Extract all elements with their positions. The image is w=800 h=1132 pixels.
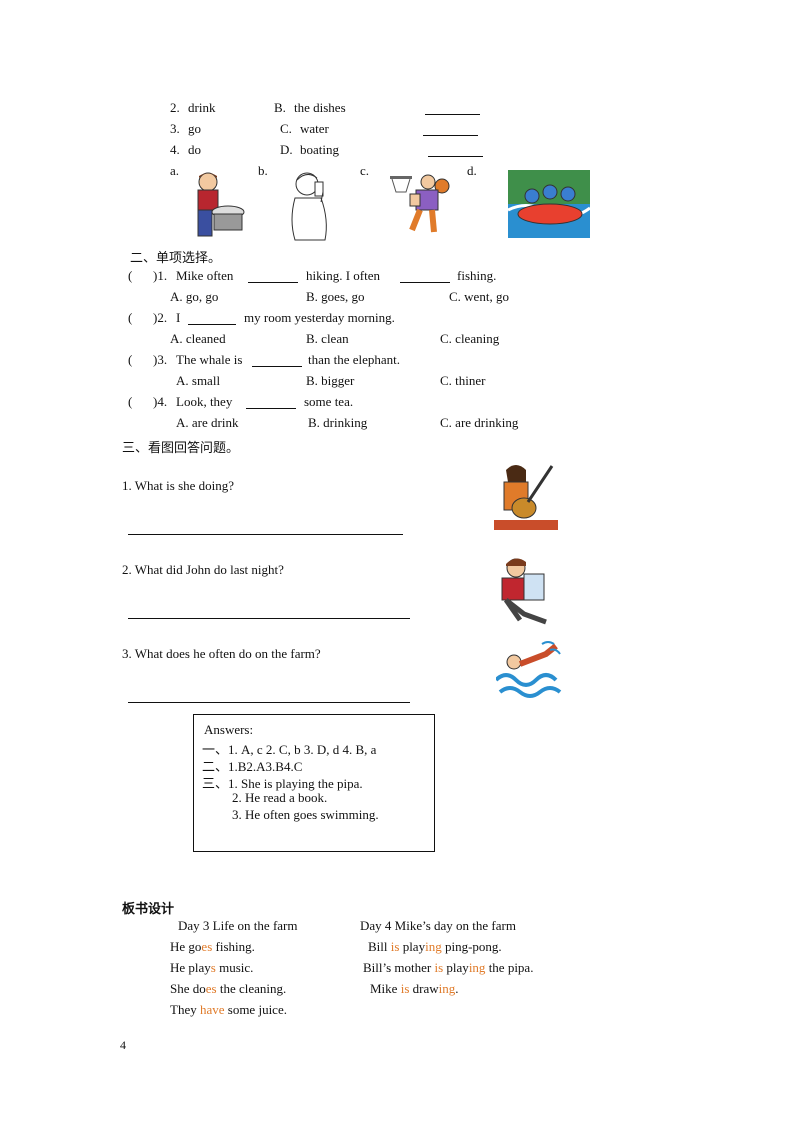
answer-line-1[interactable] bbox=[128, 534, 403, 535]
answer-blank[interactable] bbox=[425, 114, 480, 115]
fill-blank[interactable] bbox=[252, 366, 302, 367]
reading-book-picture bbox=[501, 558, 547, 625]
answer-blank[interactable] bbox=[423, 135, 478, 136]
basketball-picture bbox=[390, 174, 450, 233]
board-left-line: He goes fishing. bbox=[170, 939, 255, 954]
fill-blank[interactable] bbox=[246, 408, 296, 409]
answers-title: Answers: bbox=[204, 722, 254, 737]
board-right-line: Bill’s mother is playing the pipa. bbox=[363, 960, 534, 975]
answers-line: 3. He often goes swimming. bbox=[232, 807, 379, 822]
playing-pipa-picture bbox=[494, 465, 558, 530]
answer-line-3[interactable] bbox=[128, 702, 410, 703]
pic-label-d: d. bbox=[467, 163, 477, 178]
section3-heading: 三、看图回答问题。 bbox=[122, 440, 240, 455]
answers-line: 三、1. She is playing the pipa. bbox=[202, 776, 363, 791]
picture-question-2: 2. What did John do last night? bbox=[122, 562, 284, 577]
answer-blank[interactable] bbox=[428, 156, 483, 157]
answers-box: Answers: 一、1. A, c 2. C, b 3. D, d 4. B,… bbox=[193, 714, 435, 852]
drinking-picture bbox=[291, 172, 327, 241]
board-right-line: Mike is drawing. bbox=[370, 981, 459, 996]
section2-heading: 二、单项选择。 bbox=[130, 250, 222, 265]
fill-blank[interactable] bbox=[248, 282, 298, 283]
board-left-line: He plays music. bbox=[170, 960, 254, 975]
pic-label-b: b. bbox=[258, 163, 268, 178]
board-left-title: Day 3 Life on the farm bbox=[178, 918, 298, 933]
pic-label-a: a. bbox=[170, 163, 180, 178]
boating-picture bbox=[508, 170, 590, 238]
picture-question-3: 3. What does he often do on the farm? bbox=[122, 646, 321, 661]
answers-line: 一、1. A, c 2. C, b 3. D, d 4. B, a bbox=[202, 742, 377, 757]
page-number: 4 bbox=[120, 1038, 126, 1052]
answer-line-2[interactable] bbox=[128, 618, 410, 619]
answers-line: 2. He read a book. bbox=[232, 790, 328, 805]
swimming-picture bbox=[496, 641, 562, 698]
fill-blank[interactable] bbox=[400, 282, 450, 283]
board-heading: 板书设计 bbox=[122, 902, 175, 917]
board-right-title: Day 4 Mike’s day on the farm bbox=[360, 918, 516, 933]
board-left-line: She does the cleaning. bbox=[170, 981, 287, 996]
washing-dishes-picture bbox=[197, 172, 245, 237]
picture-question-1: 1. What is she doing? bbox=[122, 478, 235, 493]
fill-blank[interactable] bbox=[188, 324, 236, 325]
answers-line: 二、1.B2.A3.B4.C bbox=[202, 759, 303, 774]
board-left-line: They have some juice. bbox=[170, 1002, 287, 1017]
board-right-line: Bill is playing ping-pong. bbox=[368, 939, 502, 954]
pic-label-c: c. bbox=[360, 163, 370, 178]
